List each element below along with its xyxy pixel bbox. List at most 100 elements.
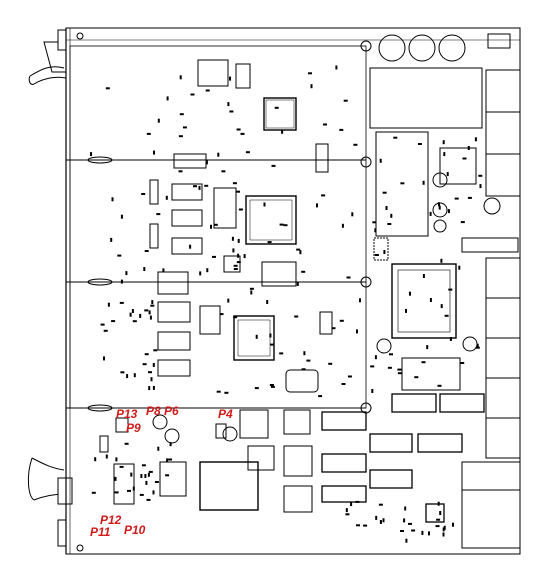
smd-part [90, 152, 92, 157]
smd-part [436, 518, 441, 521]
smd-part [144, 309, 149, 312]
smd-part [321, 194, 326, 197]
smd-part [476, 343, 479, 348]
smd-part [437, 384, 442, 387]
smd-part [111, 197, 114, 202]
smd-part [389, 353, 393, 356]
smd-part [233, 268, 238, 270]
smd-part [417, 143, 422, 145]
ic-top-1 [197, 59, 229, 87]
smd-part [145, 480, 148, 485]
smd-part [146, 498, 151, 501]
smd-part [462, 157, 467, 160]
resistor-packs-lower [157, 301, 191, 377]
smd-part [269, 384, 274, 386]
smd-part [232, 182, 237, 185]
label-p8: P8 [146, 404, 161, 418]
smd-part [458, 265, 461, 270]
smd-part [150, 304, 155, 307]
smd-part [438, 205, 441, 210]
smd-part [120, 214, 123, 219]
smd-part [141, 193, 146, 195]
smd-part [254, 387, 259, 390]
smd-part [213, 223, 218, 226]
smd-part [421, 530, 424, 535]
smd-part [91, 491, 96, 494]
smd-part [236, 190, 240, 193]
smd-part [117, 254, 122, 257]
right-edge-connectors [461, 69, 521, 549]
smd-part [281, 129, 284, 134]
smd-part [274, 106, 279, 109]
smd-part [356, 329, 358, 334]
smd-part [310, 84, 313, 89]
smd-part [390, 213, 393, 218]
smd-part [105, 87, 110, 90]
smd-part [393, 136, 398, 139]
smd-part [328, 362, 333, 365]
smd-part [296, 281, 299, 286]
smd-part [444, 314, 449, 317]
smd-part [409, 291, 411, 296]
smd-part [306, 359, 311, 362]
smd-part [474, 137, 477, 142]
smd-part [233, 316, 238, 319]
smd-part [341, 223, 344, 228]
smd-part [154, 481, 159, 483]
label-p4: P4 [218, 407, 233, 421]
smd-part [148, 386, 151, 391]
smd-part [341, 383, 346, 385]
smd-part [383, 250, 386, 254]
smd-part [120, 279, 123, 284]
smd-part [150, 377, 153, 382]
smd-part [148, 310, 151, 315]
smd-part [216, 390, 221, 393]
smd-part [153, 150, 155, 155]
smd-part [236, 261, 241, 264]
smd-part [227, 102, 230, 107]
header-rows [321, 393, 485, 523]
smd-part [345, 513, 350, 516]
smd-part [397, 368, 402, 371]
smd-part [152, 490, 155, 495]
smd-part [350, 502, 353, 507]
smd-part [331, 327, 336, 330]
smd-part [111, 320, 116, 323]
smd-part [143, 267, 146, 271]
smd-part [100, 323, 105, 326]
smd-part [374, 355, 377, 360]
smd-part [205, 160, 208, 165]
smd-part [279, 223, 284, 226]
smd-part [165, 474, 170, 477]
smd-part [382, 191, 387, 194]
smd-part [240, 132, 245, 135]
smd-part [105, 454, 108, 459]
smd-part [447, 209, 450, 214]
smd-part [236, 128, 241, 131]
smd-part [152, 385, 155, 390]
smd-part [400, 530, 404, 532]
smd-part [356, 524, 360, 527]
board-inner-region [69, 45, 367, 409]
smd-part [166, 96, 169, 101]
label-p6: P6 [164, 404, 179, 418]
smd-part [283, 224, 288, 227]
label-p9: P9 [126, 421, 141, 435]
smd-part [452, 522, 454, 527]
smd-part [224, 391, 229, 394]
smd-part [126, 374, 129, 379]
smd-part [448, 288, 453, 291]
smd-part [270, 385, 275, 388]
smd-part [127, 489, 131, 492]
smd-part [205, 89, 210, 92]
smd-part [144, 353, 149, 356]
bga-lower [233, 315, 275, 361]
smd-part [316, 203, 318, 208]
smd-part [238, 208, 243, 211]
smd-components [90, 65, 483, 543]
smd-part [440, 258, 443, 263]
smd-part [339, 319, 344, 322]
smd-part [255, 334, 258, 339]
smd-part [370, 365, 375, 368]
smd-part [231, 236, 234, 241]
